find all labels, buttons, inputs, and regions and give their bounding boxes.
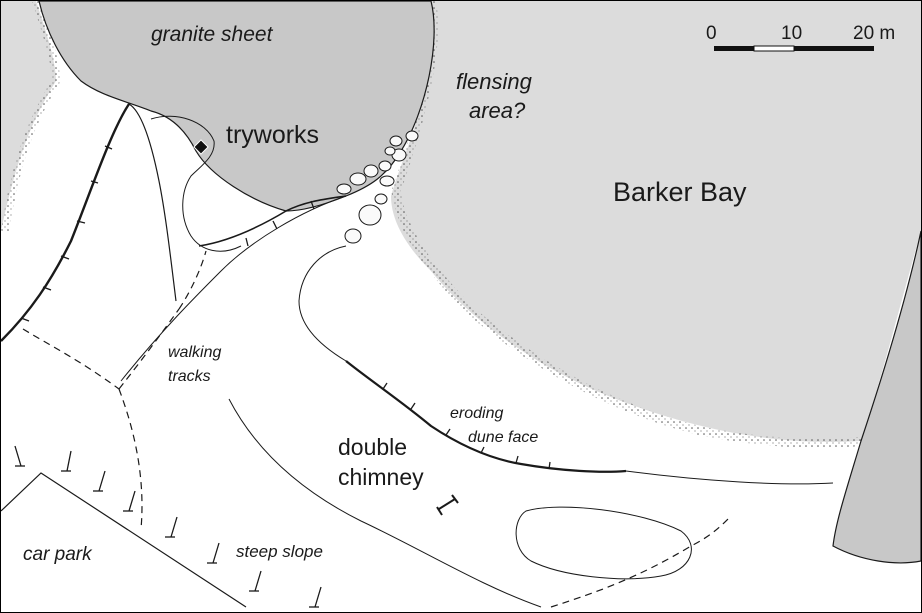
dune-outline bbox=[298, 245, 347, 362]
left-ridge-hachures bbox=[20, 145, 113, 322]
scale-bar: 0 10 20 m bbox=[706, 23, 895, 52]
double-chimney-icon bbox=[436, 494, 459, 516]
label-flensing: flensing bbox=[456, 69, 533, 94]
tryworks-marker-icon bbox=[193, 139, 209, 155]
walking-tracks bbox=[22, 250, 730, 608]
granite-scarp-hachures bbox=[245, 200, 315, 247]
label-eroding: eroding bbox=[450, 405, 503, 422]
steep-slope-hachures bbox=[14, 445, 322, 608]
label-steep-slope: steep slope bbox=[236, 542, 323, 561]
bay-shoreline bbox=[391, 1, 864, 448]
label-barker-bay: Barker Bay bbox=[613, 177, 747, 207]
left-rock-stipple bbox=[1, 1, 61, 232]
granite-sheet bbox=[38, 1, 435, 212]
scale-tick-0: 0 bbox=[706, 23, 717, 44]
scale-tick-20: 20 m bbox=[853, 23, 895, 44]
barker-bay-water bbox=[391, 1, 921, 442]
track-edge-upper bbox=[120, 195, 347, 382]
label-double: double bbox=[338, 434, 407, 460]
label-tracks: tracks bbox=[168, 368, 211, 385]
left-ridge-scarp bbox=[1, 103, 130, 342]
label-granite-sheet: granite sheet bbox=[151, 23, 274, 46]
eroding-dune-face bbox=[345, 360, 627, 473]
track-edge-lower bbox=[228, 398, 542, 608]
right-headland bbox=[832, 230, 921, 564]
beach-boundary bbox=[625, 470, 834, 485]
oval-feature bbox=[515, 506, 692, 580]
label-dune-face: dune face bbox=[468, 429, 538, 446]
label-car-park: car park bbox=[23, 544, 93, 565]
scale-tick-10: 10 bbox=[781, 23, 802, 44]
label-chimney: chimney bbox=[338, 464, 424, 490]
boulders bbox=[336, 130, 419, 244]
granite-scarp bbox=[198, 195, 347, 247]
label-tryworks: tryworks bbox=[226, 121, 319, 149]
label-area: area? bbox=[469, 98, 526, 123]
label-walking: walking bbox=[168, 344, 221, 361]
dune-face-hachures bbox=[382, 382, 551, 470]
car-park-outline bbox=[1, 472, 247, 608]
